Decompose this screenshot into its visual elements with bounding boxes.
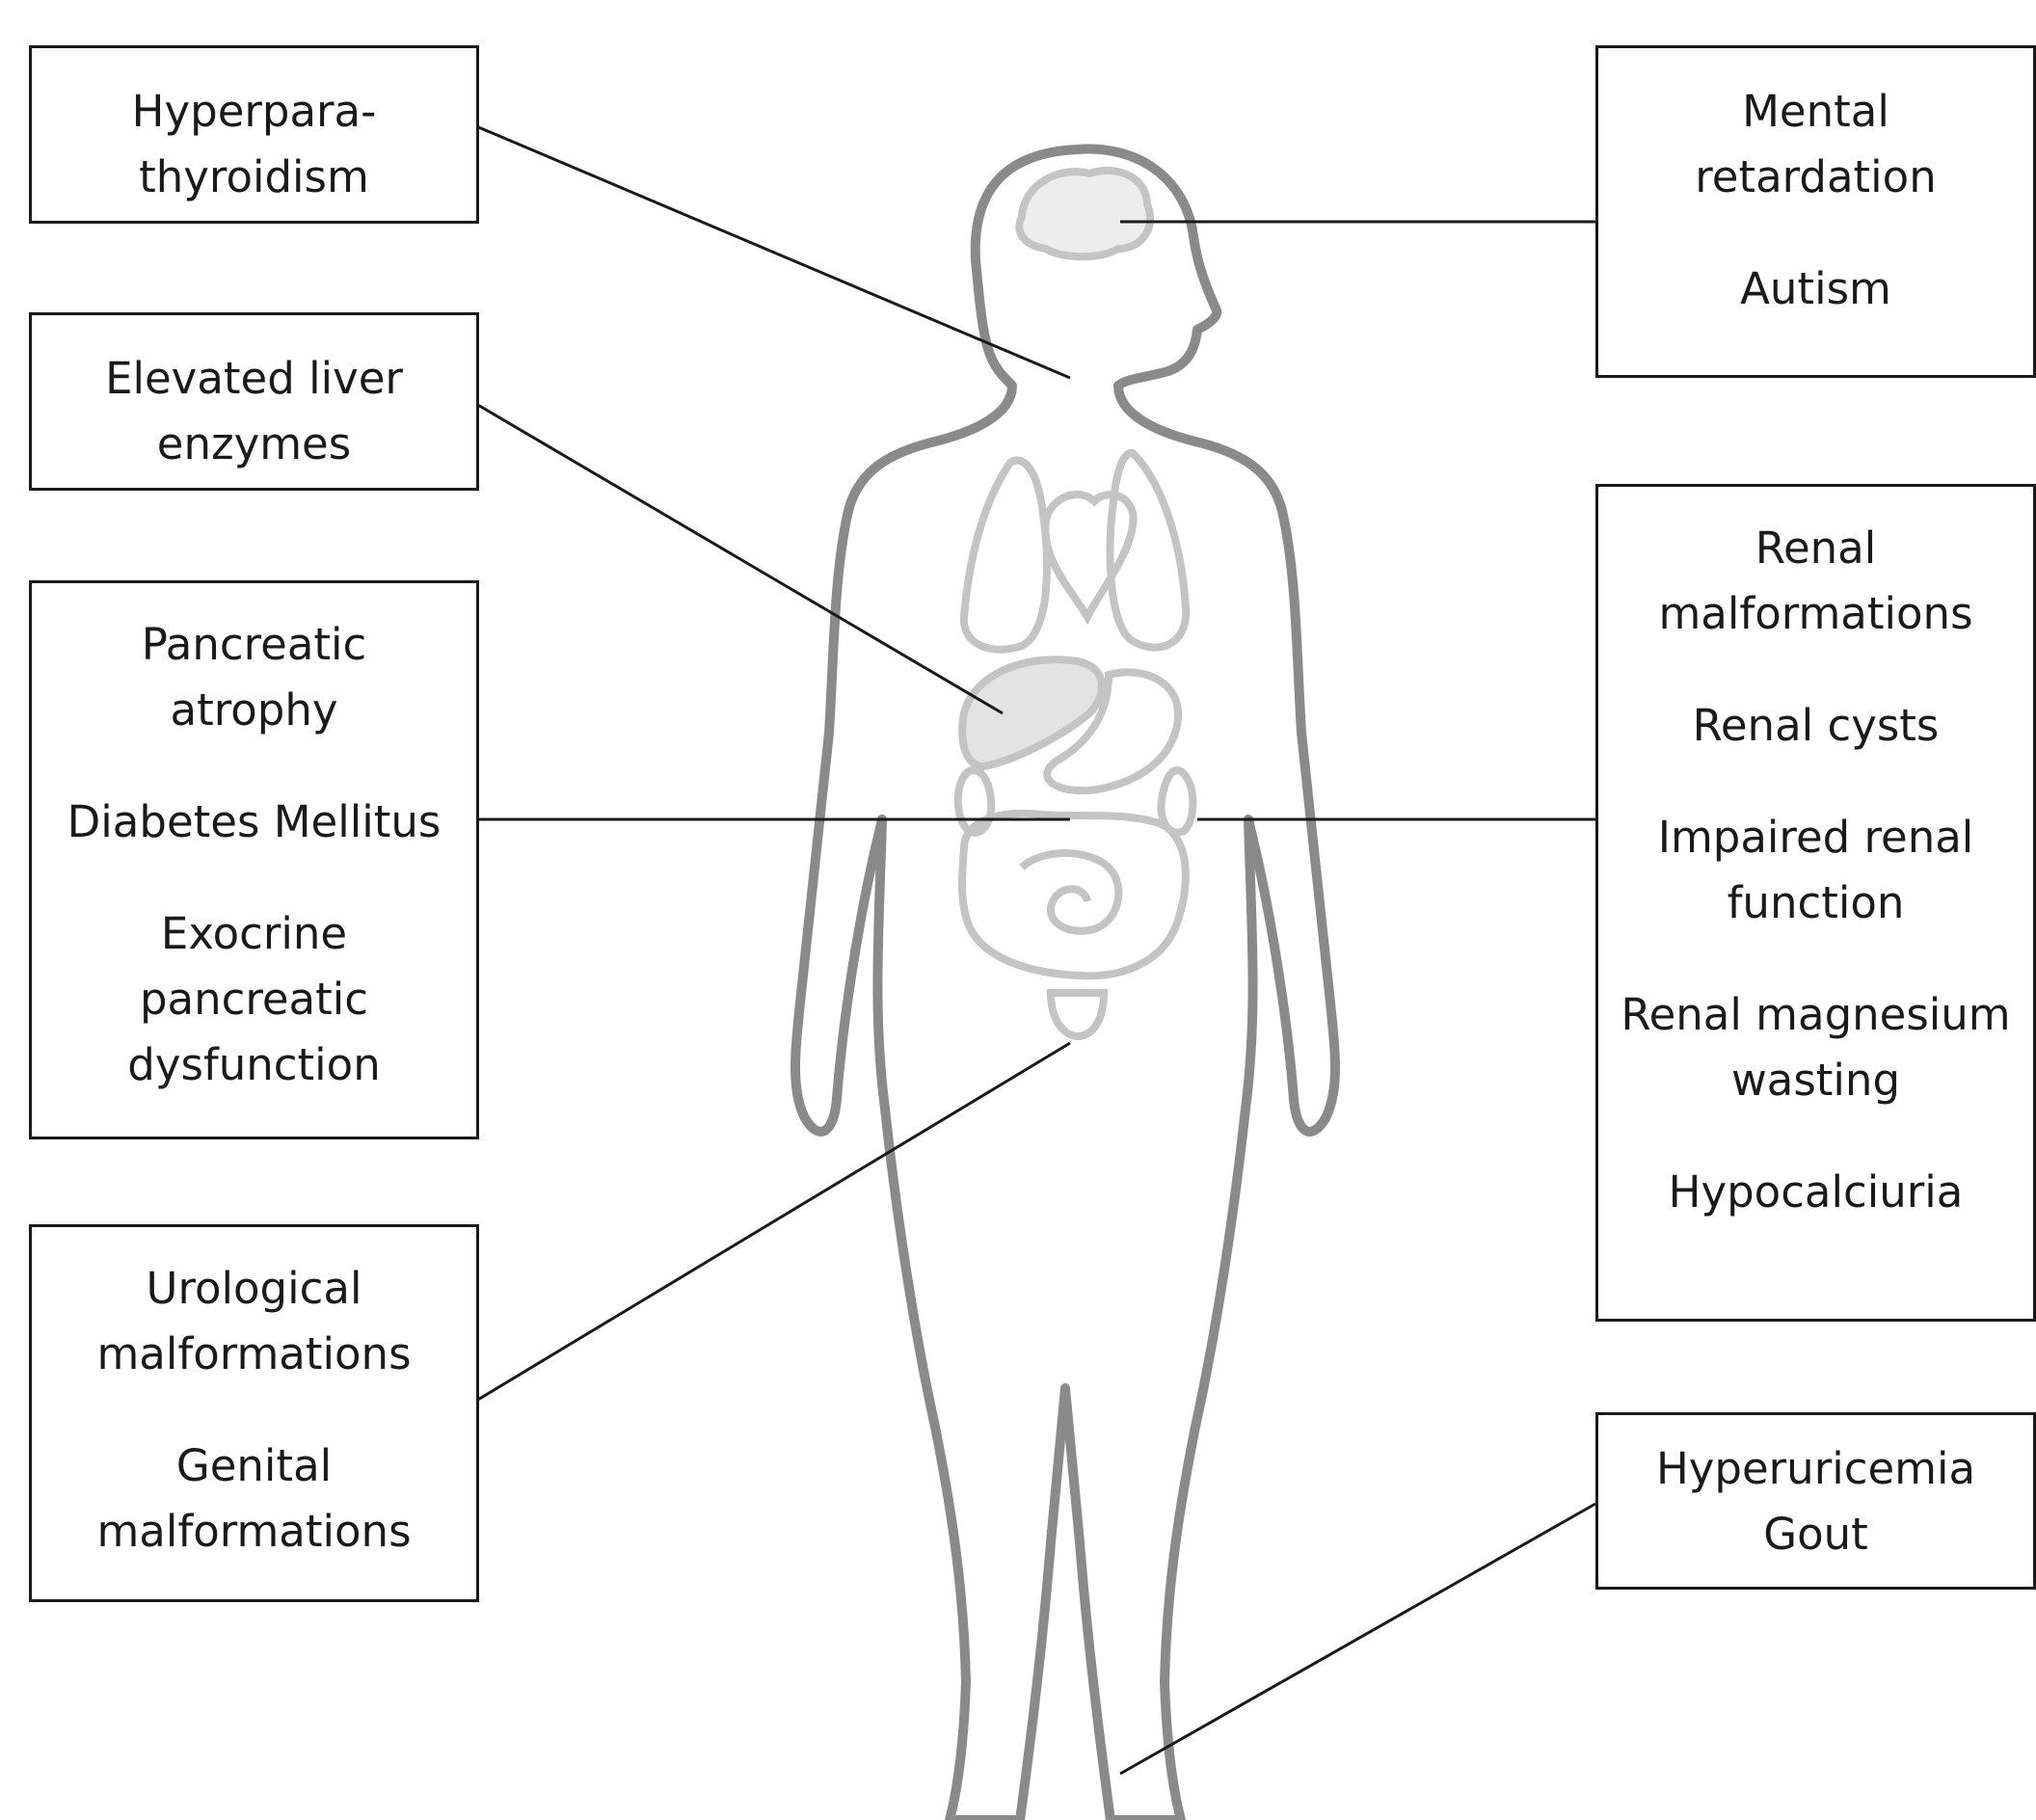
renal-magnesium-wasting-label: Renal magnesium wasting bbox=[1621, 982, 2010, 1113]
kidney-box: Renal malformations Renal cysts Impaired… bbox=[1595, 484, 2036, 1322]
brain-outline bbox=[1019, 171, 1150, 256]
leader-lines bbox=[476, 126, 1595, 1774]
mental-retardation-label: Mental retardation bbox=[1695, 79, 1936, 210]
genital-malformations-label: Genital malformations bbox=[96, 1433, 411, 1565]
bladder-outline bbox=[1051, 993, 1104, 1036]
brain-box: Mental retardation Autism bbox=[1595, 45, 2036, 378]
intestines-outline bbox=[962, 814, 1186, 977]
autism-label: Autism bbox=[1740, 256, 1891, 322]
hyperuricemia-label: Hyperuricemia bbox=[1656, 1436, 1975, 1502]
hyperparathyroidism-label: Hyperpara- thyroidism bbox=[132, 79, 377, 210]
hyperparathyroidism-box: Hyperpara- thyroidism bbox=[29, 45, 479, 224]
leader-line-liver bbox=[476, 404, 1003, 713]
intestine-coil bbox=[1022, 853, 1118, 931]
pancreatic-atrophy-label: Pancreatic atrophy bbox=[142, 612, 367, 743]
renal-cysts-label: Renal cysts bbox=[1693, 693, 1940, 759]
gout-box: Hyperuricemia Gout bbox=[1595, 1412, 2036, 1590]
leader-line-gout bbox=[1120, 1504, 1595, 1774]
left-lung-outline bbox=[964, 460, 1047, 649]
leader-line-urogenital bbox=[476, 1043, 1070, 1401]
elevated-liver-enzymes-label: Elevated liver enzymes bbox=[105, 346, 403, 477]
body-silhouette bbox=[795, 149, 1335, 1820]
heart-outline bbox=[1045, 495, 1133, 617]
exocrine-pancreatic-dysfunction-label: Exocrine pancreatic dysfunction bbox=[127, 901, 380, 1098]
urogenital-box: Urological malformations Genital malform… bbox=[29, 1224, 479, 1602]
liver-box: Elevated liver enzymes bbox=[29, 312, 479, 491]
pancreas-box: Pancreatic atrophy Diabetes Mellitus Exo… bbox=[29, 580, 479, 1139]
leader-line-hyperparathyroidism bbox=[476, 126, 1070, 378]
hypocalciuria-label: Hypocalciuria bbox=[1669, 1160, 1964, 1225]
organ-illustrations bbox=[958, 171, 1193, 1036]
impaired-renal-function-label: Impaired renal function bbox=[1658, 805, 1974, 936]
diabetes-mellitus-label: Diabetes Mellitus bbox=[67, 790, 442, 855]
human-body-figure bbox=[795, 149, 1335, 1820]
renal-malformations-label: Renal malformations bbox=[1658, 516, 1972, 647]
urological-malformations-label: Urological malformations bbox=[96, 1256, 411, 1387]
gout-label: Gout bbox=[1763, 1502, 1868, 1567]
liver-outline bbox=[962, 659, 1102, 766]
